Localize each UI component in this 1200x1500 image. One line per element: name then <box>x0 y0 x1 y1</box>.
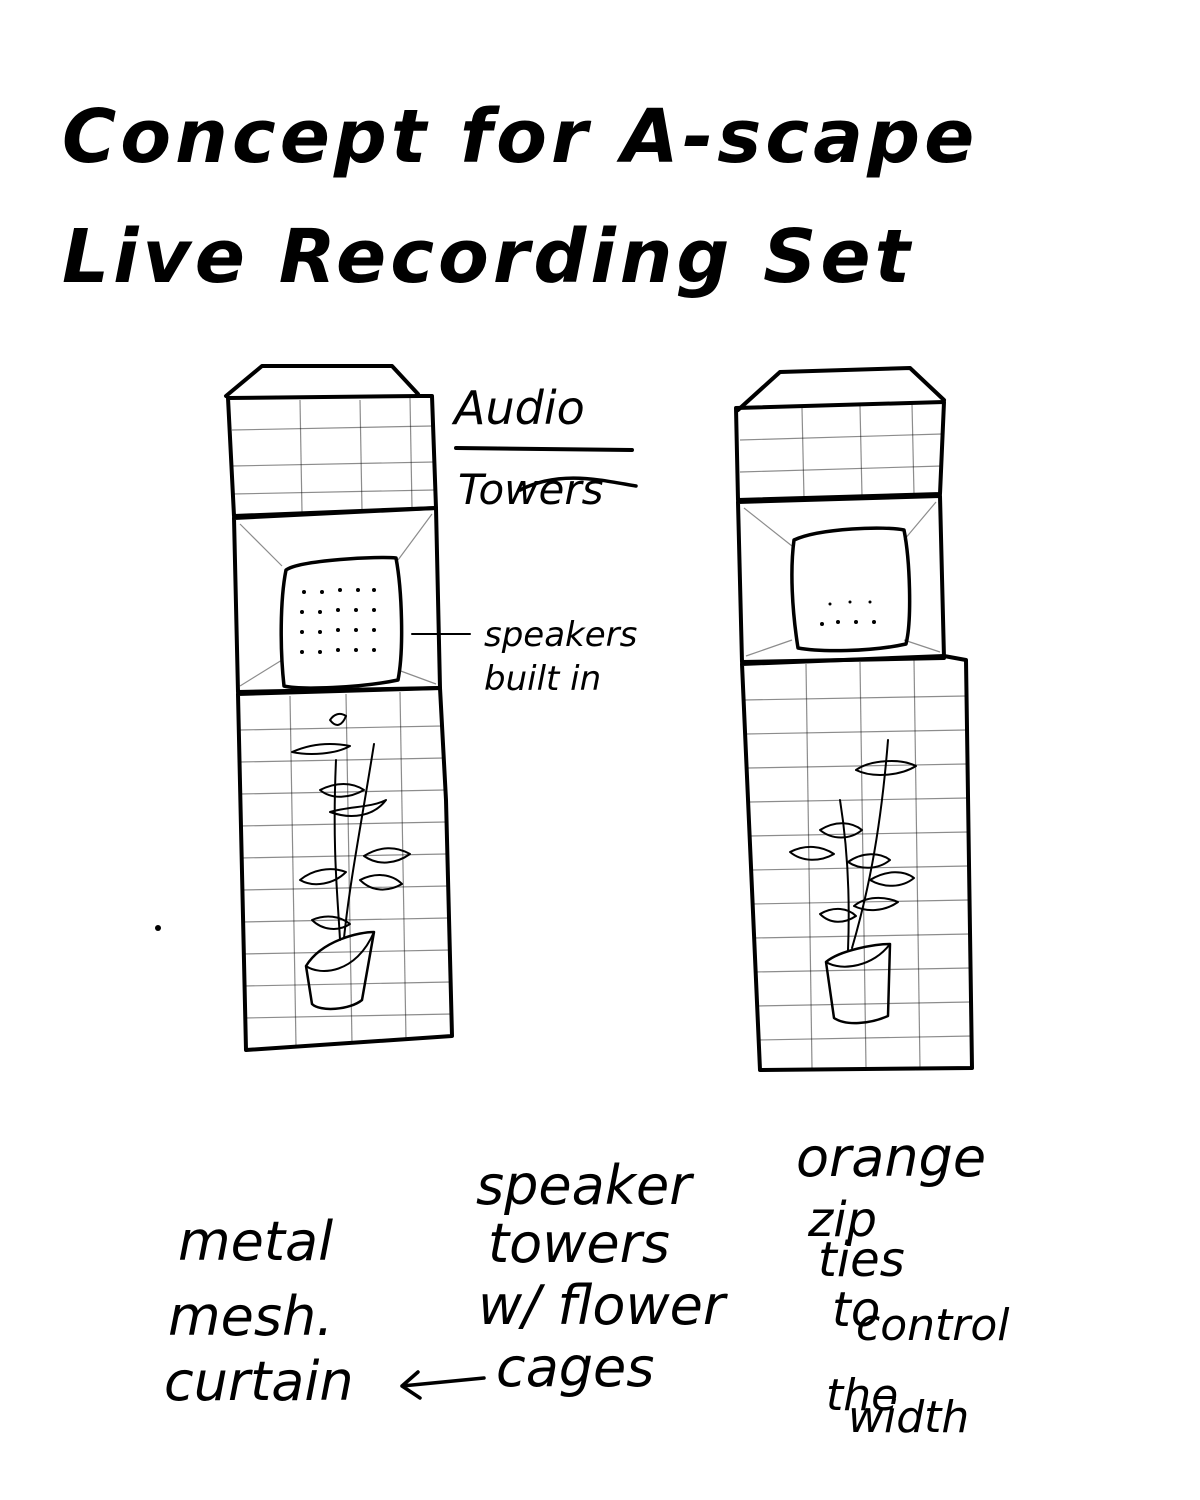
right-tower <box>736 368 972 1070</box>
audio-underline <box>456 448 632 450</box>
note-middle: speaker towers w/ flower cages <box>476 1154 728 1399</box>
title-line-1: Concept for A-scape <box>62 94 978 180</box>
right-tower-speaker <box>792 528 910 650</box>
title-line-2: Live Recording Set <box>62 214 914 300</box>
left-speaker-holes <box>300 588 376 654</box>
speakers-label-line-1: speakers <box>484 615 637 655</box>
note-left-line-1: metal <box>178 1210 333 1273</box>
note-right: orange zip ties to control the width <box>796 1126 1010 1443</box>
speakers-label-line-2: built in <box>484 659 601 699</box>
left-tower-roof <box>226 366 418 396</box>
left-tower <box>226 366 452 1050</box>
note-middle-line-3: w/ flower <box>478 1274 728 1337</box>
towers-label: Towers <box>458 465 604 514</box>
right-speaker-holes <box>820 601 876 627</box>
note-right-line-1: orange <box>796 1126 986 1189</box>
left-tower-top-grid <box>232 398 434 512</box>
right-tower-speaker-module <box>738 496 944 662</box>
note-right-line-5: control <box>856 1300 1010 1351</box>
left-tower-speaker-module <box>234 508 440 692</box>
note-right-line-3: ties <box>818 1232 905 1288</box>
audio-label: Audio <box>451 381 585 435</box>
note-left: metal mesh. curtain <box>164 1210 354 1413</box>
note-left-line-3: curtain <box>164 1350 354 1413</box>
note-left-line-2: mesh. <box>168 1285 333 1348</box>
right-tower-flower-cage <box>742 656 972 1070</box>
left-tower-flower-cage <box>238 688 452 1050</box>
note-middle-line-4: cages <box>496 1336 654 1399</box>
note-middle-line-1: speaker <box>476 1154 694 1217</box>
left-tower-top-module <box>228 396 436 516</box>
note-right-line-7: width <box>848 1392 969 1443</box>
note-middle-line-2: towers <box>488 1212 670 1275</box>
arrow-to-curtain <box>402 1372 484 1398</box>
ink-speck <box>155 925 161 931</box>
left-tower-speaker <box>281 558 401 689</box>
